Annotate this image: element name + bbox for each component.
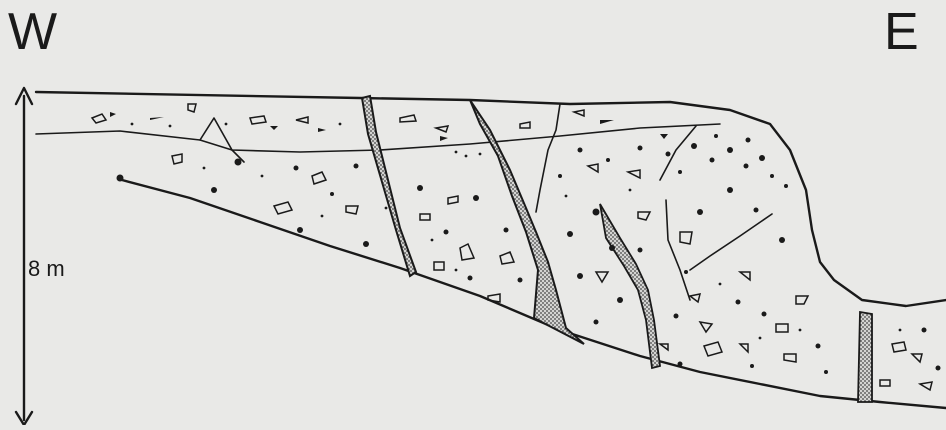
scale-label: 8 m xyxy=(28,258,65,280)
fracture-b xyxy=(690,214,772,270)
fracture-a xyxy=(666,200,690,300)
fissure-5 xyxy=(858,312,872,402)
fissure-3 xyxy=(536,104,560,212)
east-label: E xyxy=(884,6,919,58)
fissure-4 xyxy=(600,204,660,368)
fissure-2 xyxy=(470,100,584,344)
fissure-1 xyxy=(362,96,416,276)
west-label: W xyxy=(8,6,57,58)
clasts xyxy=(92,104,941,390)
